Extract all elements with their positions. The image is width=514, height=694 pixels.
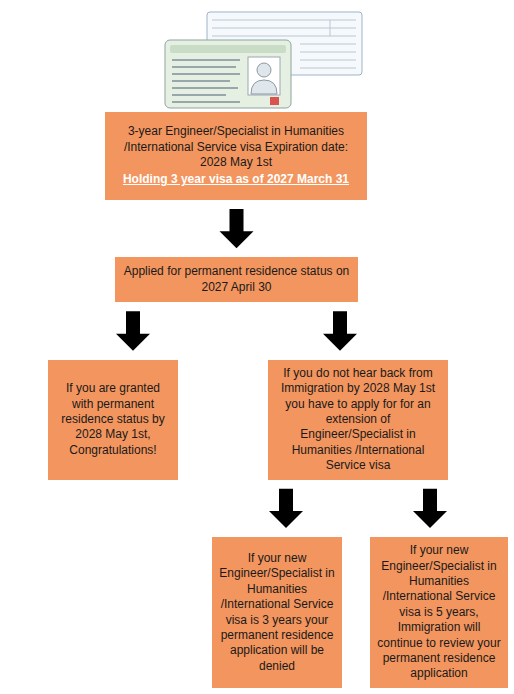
- process-box: 3-year Engineer/Specialist in Humanities…: [105, 112, 367, 200]
- photo-frame: [248, 57, 280, 95]
- process-box: If your new Engineer/Specialist in Human…: [370, 537, 508, 688]
- card-text-line: [172, 73, 240, 75]
- flow-arrow: [269, 489, 303, 528]
- document-rule: [300, 60, 356, 61]
- card-text-line: [172, 80, 230, 82]
- card-text-line: [172, 59, 240, 61]
- document-rule: [300, 44, 356, 45]
- document-rule: [300, 68, 356, 69]
- document-rule: [330, 20, 331, 36]
- photo-shoulders: [251, 80, 277, 94]
- highlight-text: Holding 3 year visa as of 2027 March 31: [111, 172, 361, 187]
- document-rule: [212, 28, 356, 29]
- card-text-line: [172, 94, 226, 96]
- document-rule: [212, 36, 356, 37]
- card-header-band: [170, 45, 286, 53]
- process-box: If you are granted with permanent reside…: [48, 360, 178, 480]
- process-box: If you do not hear back from Immigration…: [268, 360, 448, 480]
- box-text: If your new Engineer/Specialist in Human…: [376, 543, 502, 681]
- red-stamp: [270, 97, 279, 105]
- box-text: If you are granted with permanent reside…: [54, 381, 172, 458]
- document-rule: [212, 20, 356, 21]
- process-box: Applied for permanent residence status o…: [115, 257, 358, 302]
- flow-arrow: [323, 311, 357, 350]
- process-box: If your new Engineer/Specialist in Human…: [212, 537, 342, 688]
- box-text: If you do not hear back from Immigration…: [274, 366, 442, 474]
- box-text: Applied for permanent residence status o…: [121, 264, 352, 295]
- card-text-line: [172, 87, 238, 89]
- card-text-line: [172, 66, 236, 68]
- photo-head: [257, 63, 271, 77]
- document-rule: [300, 52, 356, 53]
- card-text-line: [172, 101, 240, 103]
- flow-arrow: [220, 209, 254, 248]
- box-text: If your new Engineer/Specialist in Human…: [218, 551, 336, 674]
- box-text: 3-year Engineer/Specialist in Humanities…: [111, 124, 361, 170]
- flow-arrow: [413, 489, 447, 528]
- front-card: [165, 40, 291, 108]
- card-body: [165, 40, 291, 108]
- residence-card-illustration: [0, 0, 514, 112]
- flow-arrow: [116, 311, 150, 350]
